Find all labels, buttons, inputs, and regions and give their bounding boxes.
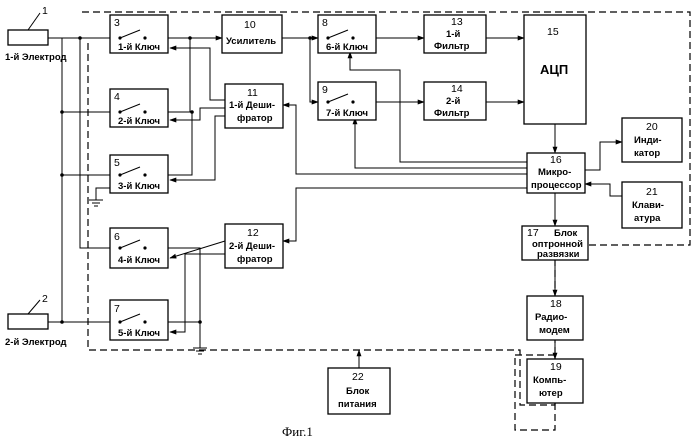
key-2-number: 4 bbox=[114, 91, 120, 103]
key-3-label: 3-й Ключ bbox=[118, 181, 160, 192]
radio-modem-label-line2: модем bbox=[539, 325, 570, 336]
power-supply-number: 22 bbox=[352, 371, 364, 383]
keyboard-block: 21 Клави- атура bbox=[622, 182, 682, 228]
radio-modem-number: 18 bbox=[550, 298, 562, 310]
key-5-number: 7 bbox=[114, 303, 120, 315]
keyboard-label-line2: атура bbox=[634, 213, 661, 224]
key-5-label: 5-й Ключ bbox=[118, 328, 160, 339]
radio-modem-label-line1: Радио- bbox=[535, 312, 567, 323]
key-4: 6 4-й Ключ bbox=[110, 228, 168, 268]
decoder-2-label-line2: фратор bbox=[237, 254, 273, 265]
filter-1-number: 13 bbox=[451, 16, 463, 28]
adc-number: 15 bbox=[547, 26, 559, 38]
key-3: 5 3-й Ключ bbox=[110, 155, 168, 193]
decoder-1-label-line1: 1-й Деши- bbox=[229, 100, 275, 111]
electrode-1: 1 1-й Электрод bbox=[5, 5, 67, 63]
optocoupler-label-line1: Блок bbox=[554, 228, 578, 239]
key-4-number: 6 bbox=[114, 231, 120, 243]
indicator-number: 20 bbox=[646, 121, 658, 133]
amplifier-label: Усилитель bbox=[226, 36, 276, 47]
indicator-block: 20 Инди- катор bbox=[622, 118, 682, 162]
microprocessor-label-line2: процессор bbox=[531, 180, 582, 191]
electrode-2-number: 2 bbox=[42, 293, 48, 305]
radio-modem-block: 18 Радио- модем bbox=[527, 296, 583, 340]
computer-label-line1: Компь- bbox=[533, 375, 566, 386]
key-7-number: 9 bbox=[322, 84, 328, 96]
decoder-2-number: 12 bbox=[247, 227, 259, 239]
optocoupler-block: 17 Блок оптронной развязки bbox=[522, 226, 588, 260]
keyboard-label-line1: Клави- bbox=[632, 200, 664, 211]
adc-label: АЦП bbox=[540, 62, 568, 77]
power-supply-label-line2: питания bbox=[338, 399, 377, 410]
keyboard-number: 21 bbox=[646, 186, 658, 198]
decoder-1-block: 11 1-й Деши- фратор bbox=[225, 84, 283, 128]
device-enclosure-outline bbox=[82, 12, 690, 405]
key-7: 9 7-й Ключ bbox=[318, 82, 376, 120]
key-2: 4 2-й Ключ bbox=[110, 89, 168, 127]
key-1-number: 3 bbox=[114, 17, 120, 29]
key-6: 8 6-й Ключ bbox=[318, 15, 376, 53]
key-6-label: 6-й Ключ bbox=[326, 42, 368, 53]
amplifier-number: 10 bbox=[244, 19, 256, 31]
decoder-2-label-line1: 2-й Деши- bbox=[229, 241, 275, 252]
figure-caption: Фиг.1 bbox=[282, 424, 313, 439]
electrode-2: 2 2-й Электрод bbox=[5, 293, 67, 348]
microprocessor-block: 16 Микро- процессор bbox=[527, 153, 585, 193]
indicator-label-line2: катор bbox=[634, 148, 660, 159]
key-4-label: 4-й Ключ bbox=[118, 255, 160, 266]
optocoupler-number: 17 bbox=[527, 227, 539, 239]
key-1: 3 1-й Ключ bbox=[110, 15, 168, 53]
power-supply-label-line1: Блок bbox=[346, 386, 370, 397]
computer-label-line2: ютер bbox=[539, 388, 563, 399]
adc-block: 15 АЦП bbox=[524, 15, 586, 124]
decoder-2-block: 12 2-й Деши- фратор bbox=[225, 224, 283, 268]
electrode-2-label: 2-й Электрод bbox=[5, 337, 67, 348]
key-3-number: 5 bbox=[114, 157, 120, 169]
decoder-1-label-line2: фратор bbox=[237, 113, 273, 124]
key-2-label: 2-й Ключ bbox=[118, 116, 160, 127]
microprocessor-label-line1: Микро- bbox=[538, 167, 571, 178]
electrode-1-number: 1 bbox=[42, 5, 48, 17]
filter-1-label-line1: 1-й bbox=[446, 29, 460, 40]
key-1-label: 1-й Ключ bbox=[118, 42, 160, 53]
computer-number: 19 bbox=[550, 361, 562, 373]
filter-2-label-line1: 2-й bbox=[446, 96, 460, 107]
optocoupler-label-line3: развязки bbox=[537, 249, 580, 260]
power-supply-block: 22 Блок питания bbox=[328, 368, 390, 414]
filter-2-block: 14 2-й Фильтр bbox=[424, 82, 486, 120]
key-6-number: 8 bbox=[322, 17, 328, 29]
microprocessor-number: 16 bbox=[550, 154, 562, 166]
indicator-label-line1: Инди- bbox=[634, 135, 662, 146]
amplifier-block: 10 Усилитель bbox=[222, 15, 282, 53]
decoder-1-number: 11 bbox=[247, 87, 258, 99]
key-5: 7 5-й Ключ bbox=[110, 300, 168, 340]
key-7-label: 7-й Ключ bbox=[326, 108, 368, 119]
electrode-1-label: 1-й Электрод bbox=[5, 52, 67, 63]
filter-1-label-line2: Фильтр bbox=[434, 41, 470, 52]
filter-2-number: 14 bbox=[451, 83, 463, 95]
computer-block: 19 Компь- ютер bbox=[527, 359, 583, 403]
filter-2-label-line2: Фильтр bbox=[434, 108, 470, 119]
filter-1-block: 13 1-й Фильтр bbox=[424, 15, 486, 53]
